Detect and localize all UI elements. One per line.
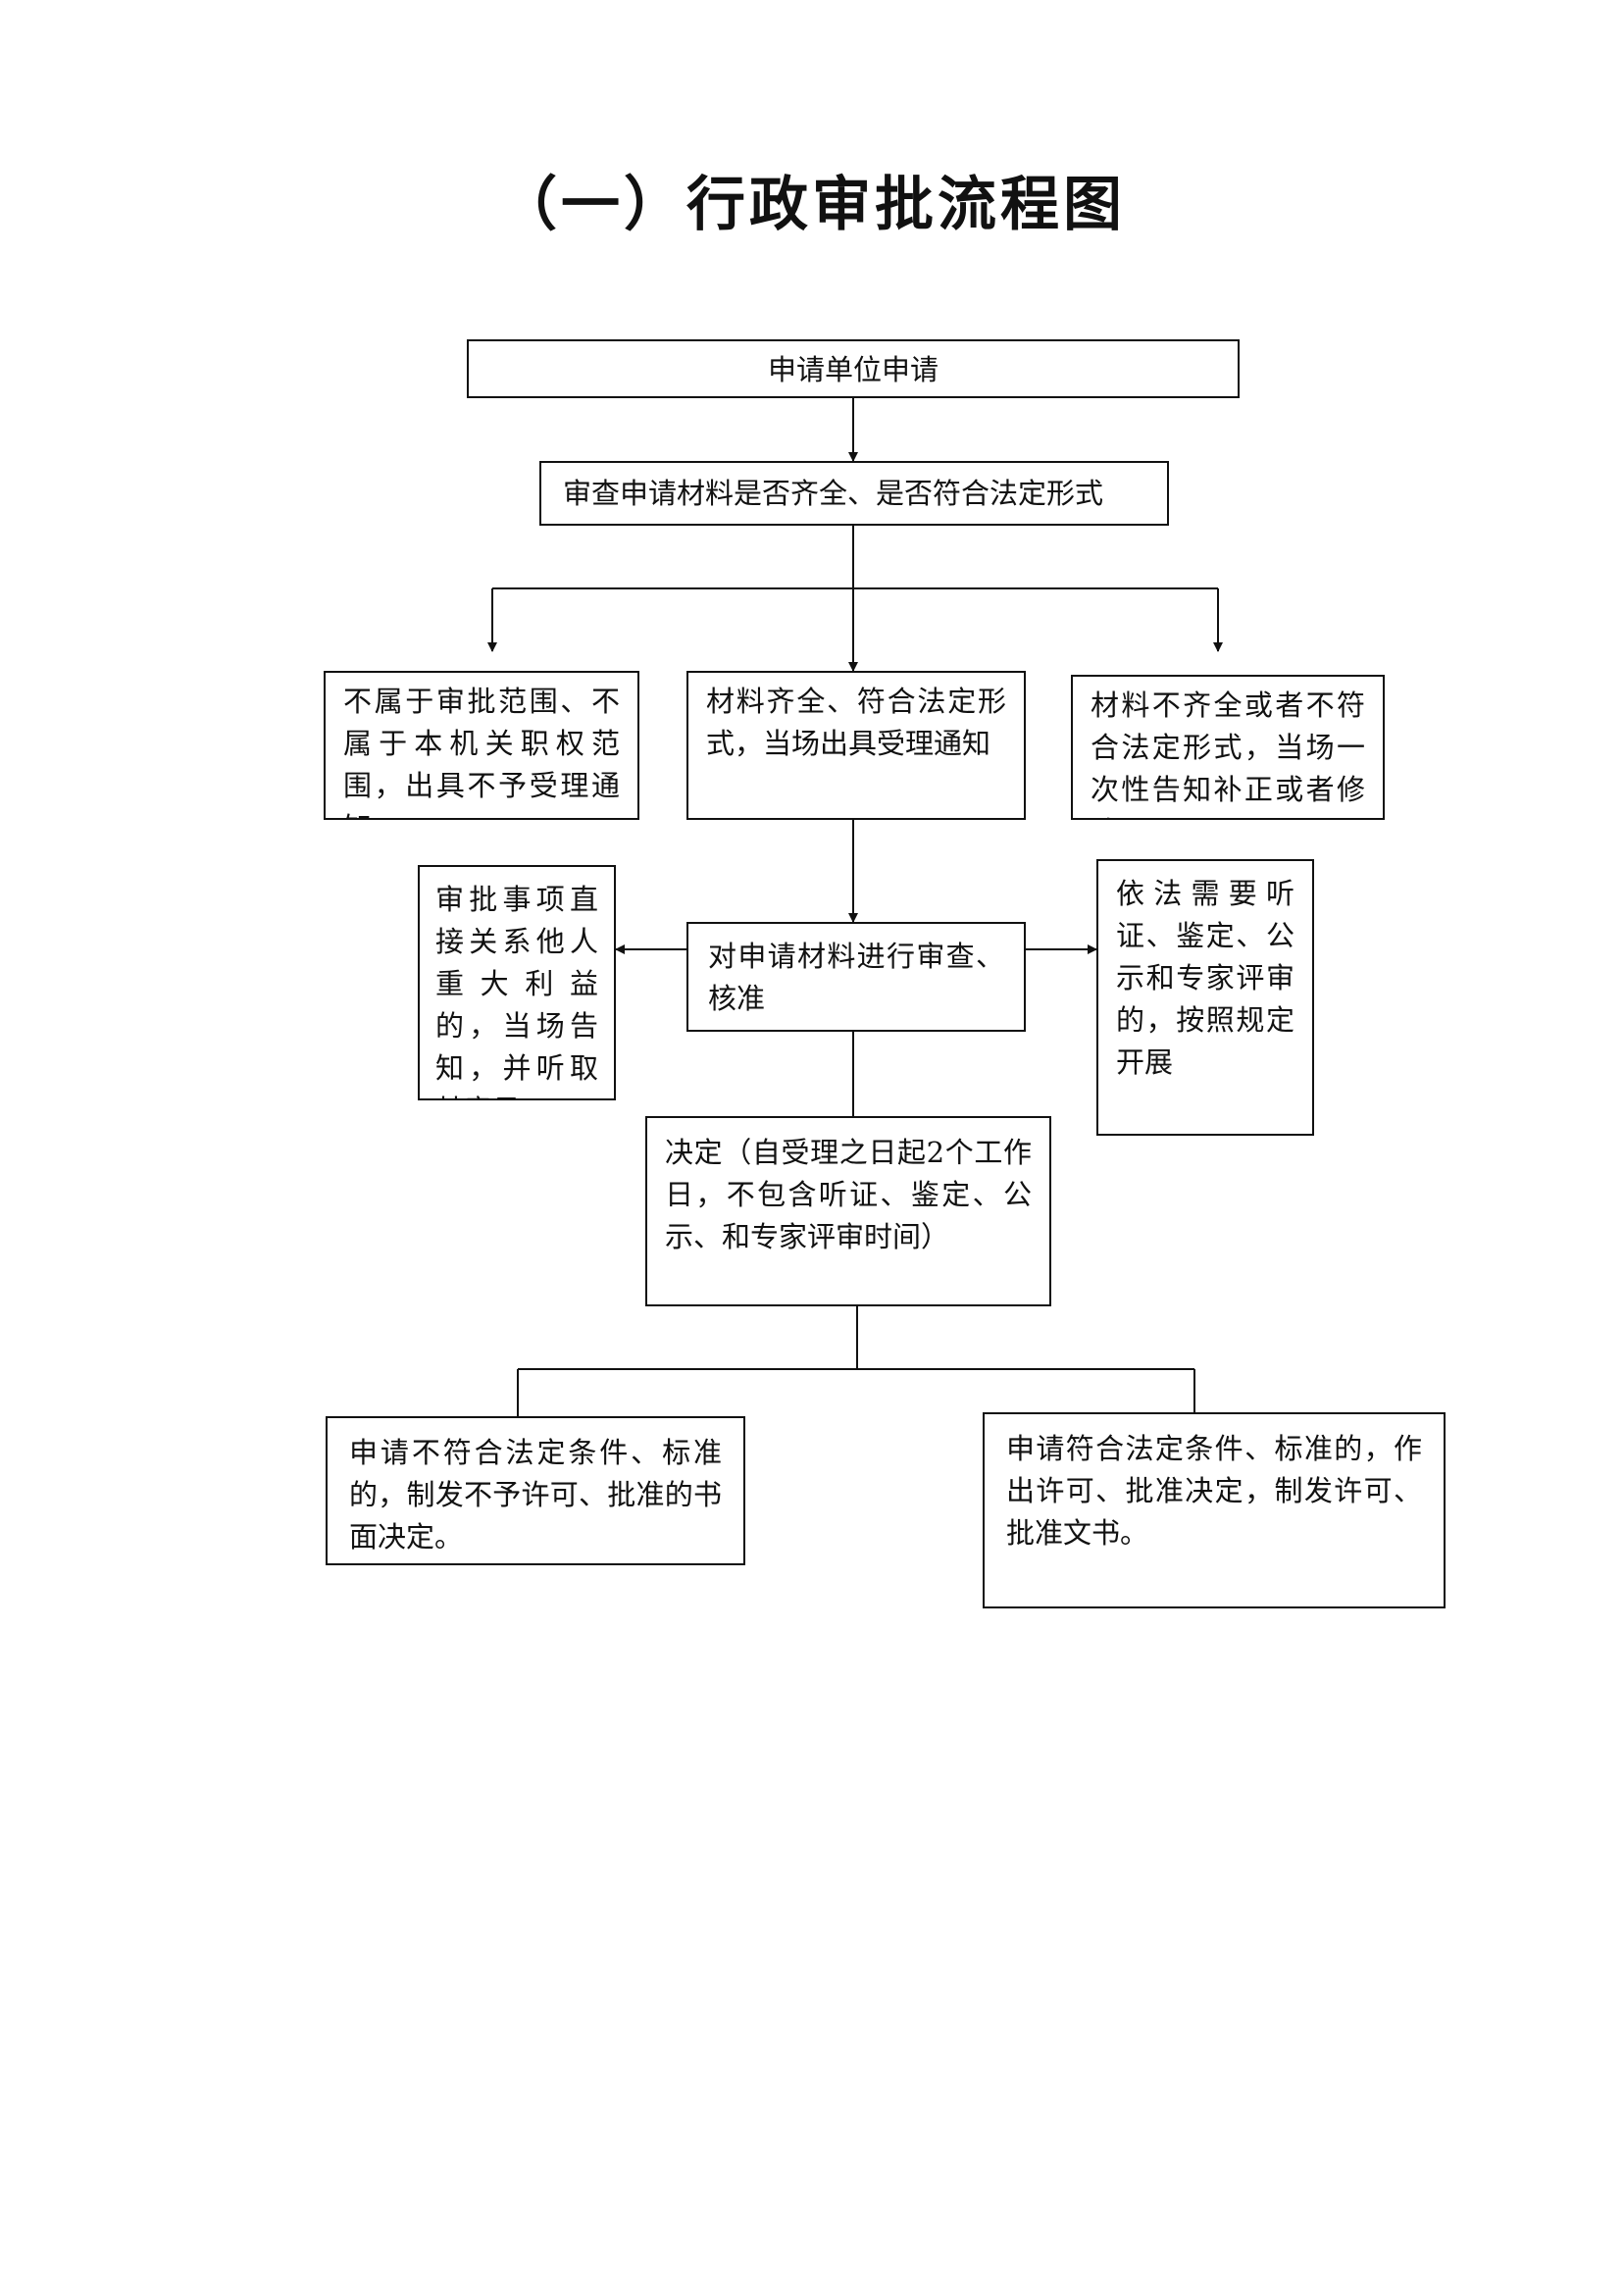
complete-materials-box: 材料齐全、符合法定形式，当场出具受理通知 xyxy=(686,671,1026,820)
interest-notice-box: 审批事项直接关系他人重大利益的，当场告知，并听取其意见。 xyxy=(418,865,616,1100)
hearing-box: 依法需要听证、鉴定、公示和专家评审的，按照规定开展 xyxy=(1096,859,1314,1136)
not-in-scope-box: 不属于审批范围、不属于本机关职权范围，出具不予受理通知 xyxy=(324,671,639,820)
apply-step-box: 申请单位申请 xyxy=(467,339,1240,398)
examine-step-box: 对申请材料进行审查、核准 xyxy=(686,922,1026,1032)
review-form-step-box: 审查申请材料是否齐全、是否符合法定形式 xyxy=(539,461,1169,526)
reject-decision-box: 申请不符合法定条件、标准的，制发不予许可、批准的书面决定。 xyxy=(326,1416,745,1565)
incomplete-materials-box: 材料不齐全或者不符合法定形式，当场一次性告知补正或者修改 xyxy=(1071,675,1385,820)
decision-box: 决定（自受理之日起2个工作日，不包含听证、鉴定、公示、和专家评审时间） xyxy=(645,1116,1051,1306)
page-title: （一）行政审批流程图 xyxy=(498,171,1126,239)
approve-decision-box: 申请符合法定条件、标准的，作出许可、批准决定，制发许可、批准文书。 xyxy=(983,1412,1446,1608)
